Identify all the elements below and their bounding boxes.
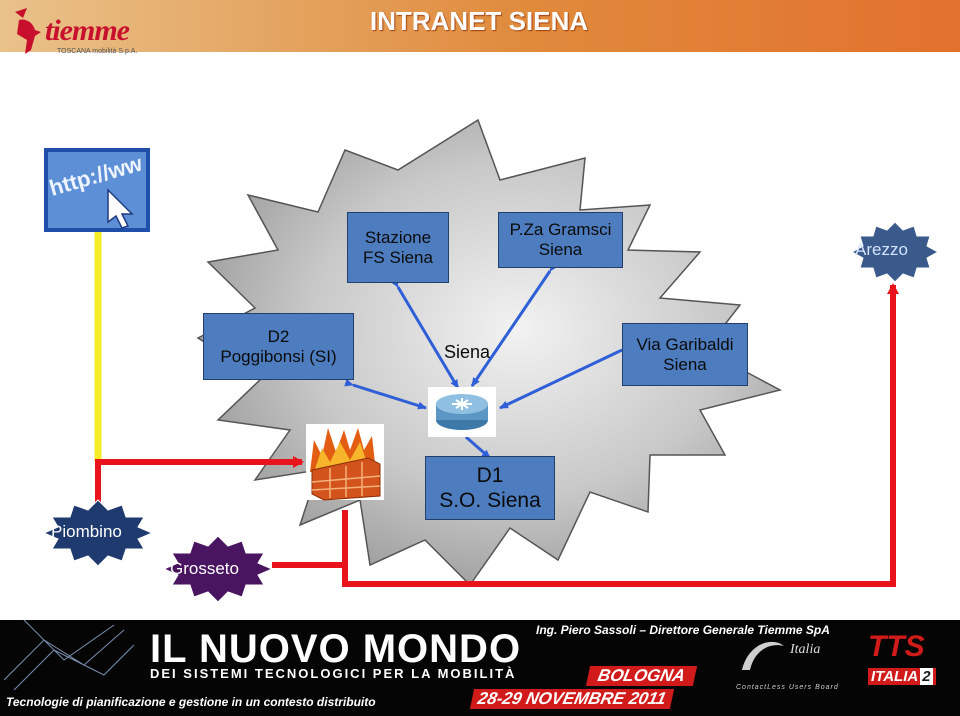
italia-text: ITALIA: [871, 668, 919, 685]
seal-piombino-label: Piombino: [51, 522, 122, 541]
seal-grosseto-label: Grosseto: [170, 559, 239, 578]
node-via-garibaldi: Via Garibaldi Siena: [622, 323, 748, 386]
italia-number: 2: [920, 668, 933, 685]
logo-name: tiemme: [45, 14, 130, 47]
dates-badge: 28-29 NOVEMBRE 2011: [469, 689, 674, 709]
conference-subtitle: DEI SISTEMI TECNOLOGICI PER LA MOBILITÀ: [150, 666, 517, 681]
presentation-subtitle: Tecnologie di pianificazione e gestione …: [6, 695, 376, 709]
node-d1-so-siena: D1 S.O. Siena: [425, 456, 555, 520]
page-title: INTRANET SIENA: [370, 6, 589, 36]
node-d2-poggibonsi: D2 Poggibonsi (SI): [203, 313, 354, 380]
tiemme-logo-mark-icon: [15, 8, 41, 54]
firewall-icon: [306, 424, 384, 501]
blue-links: [344, 262, 631, 460]
node-siena-label: Siena: [444, 342, 491, 362]
wireframe-graphic-icon: [4, 620, 135, 690]
globe-http-icon: http://ww: [44, 148, 150, 232]
node-stazione-fs-siena: Stazione FS Siena: [347, 212, 449, 283]
router-icon: [428, 387, 496, 437]
tiemme-logo: tiemme TOSCANA mobilità S.p.A.: [5, 4, 155, 64]
contactless-brand: Italia: [790, 642, 821, 657]
header-bar: [0, 0, 960, 52]
network-diagram: http://ww: [42, 118, 940, 603]
contactless-swirl-icon: [742, 641, 784, 670]
seal-grosseto: [162, 535, 274, 603]
seal-arezzo-label: Arezzo: [855, 240, 908, 259]
conference-title: IL NUOVO MONDO: [150, 627, 522, 671]
seal-piombino: [42, 499, 154, 567]
tts-logo: TTS: [868, 630, 925, 663]
node-piazza-gramsci: P.Za Gramsci Siena: [498, 212, 623, 268]
seal-arezzo: [850, 221, 940, 283]
footer-banner: IL NUOVO MONDO DEI SISTEMI TECNOLOGICI P…: [0, 620, 960, 716]
logo-subtitle: TOSCANA mobilità S.p.A.: [57, 48, 138, 55]
city-badge: BOLOGNA: [585, 666, 698, 686]
contactless-caption: ContactLess Users Board: [736, 684, 839, 691]
speaker-line: Ing. Piero Sassoli – Direttore Generale …: [536, 623, 830, 637]
